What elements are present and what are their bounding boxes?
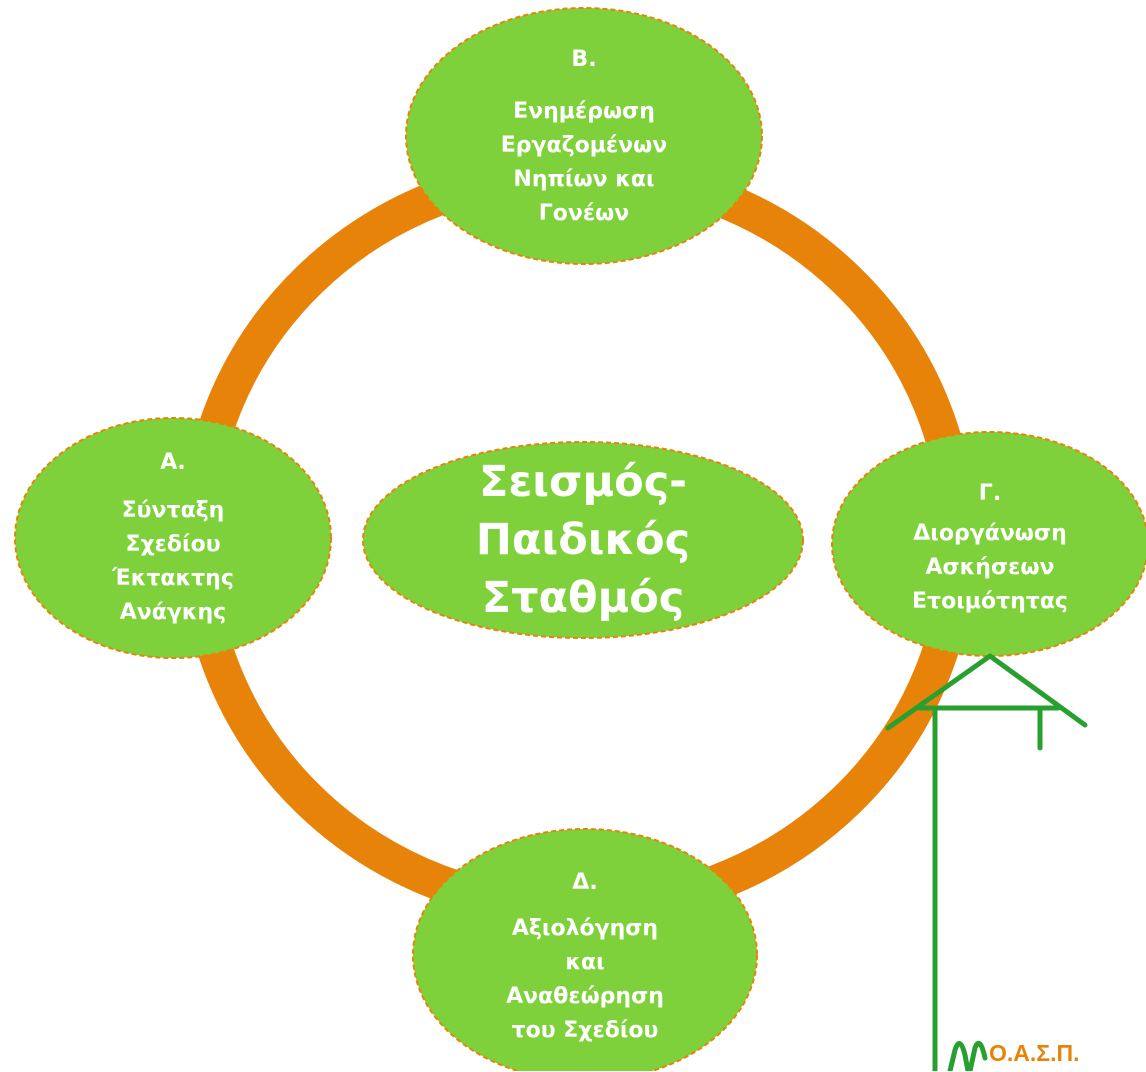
node-a-line-2: Σχεδίου	[125, 532, 221, 557]
node-a-label: Α. Σύνταξη Σχεδίου Έκτακτης Ανάγκης	[43, 430, 303, 646]
node-d-label: Δ. Αξιολόγηση και Αναθεώρηση του Σχεδίου	[440, 842, 730, 1072]
node-a-line-1: Σύνταξη	[121, 498, 225, 523]
node-a-line-3: Έκτακτης	[112, 566, 234, 591]
node-b-line-3: Νηπίων και	[513, 167, 655, 192]
node-g-letter: Γ.	[978, 481, 1002, 506]
center-ellipse	[362, 441, 804, 639]
node-b-line-1: Ενημέρωση	[513, 99, 655, 124]
node-g-line-3: Ετοιμότητας	[912, 589, 1068, 614]
node-g-ellipse	[831, 431, 1146, 657]
node-a-letter: Α.	[160, 450, 186, 475]
node-d-line-4: του Σχεδίου	[511, 1018, 659, 1043]
node-b-line-2: Εργαζομένων	[500, 133, 668, 158]
node-g-label: Γ. Διοργάνωση Ασκήσεων Ετοιμότητας	[850, 458, 1130, 638]
node-a-line-4: Ανάγκης	[119, 600, 227, 625]
center-line-1: Σεισμός-	[478, 457, 688, 507]
node-d-letter: Δ.	[572, 870, 598, 895]
node-a-ellipse	[14, 417, 332, 659]
node-d-line-2: και	[565, 950, 605, 975]
node-d-ellipse	[412, 828, 758, 1071]
node-b-label: Β. Ενημέρωση Εργαζομένων Νηπίων και Γονέ…	[424, 20, 744, 254]
node-g-line-1: Διοργάνωση	[913, 521, 1067, 546]
node-d-line-1: Αξιολόγηση	[511, 916, 659, 941]
logo-text: Ο.Α.Σ.Π.	[989, 1040, 1080, 1066]
center-label: Σεισμός- Παιδικός Σταθμός	[368, 440, 798, 640]
center-line-2: Παιδικός	[475, 515, 691, 565]
node-g-line-2: Ασκήσεων	[925, 555, 1055, 580]
logo-house-icon	[885, 653, 1088, 1071]
center-line-3: Σταθμός	[481, 573, 685, 623]
node-b-line-4: Γονέων	[538, 201, 630, 226]
node-d-line-3: Αναθεώρηση	[506, 984, 664, 1009]
node-b-ellipse	[405, 7, 763, 265]
node-b-letter: Β.	[571, 47, 597, 72]
